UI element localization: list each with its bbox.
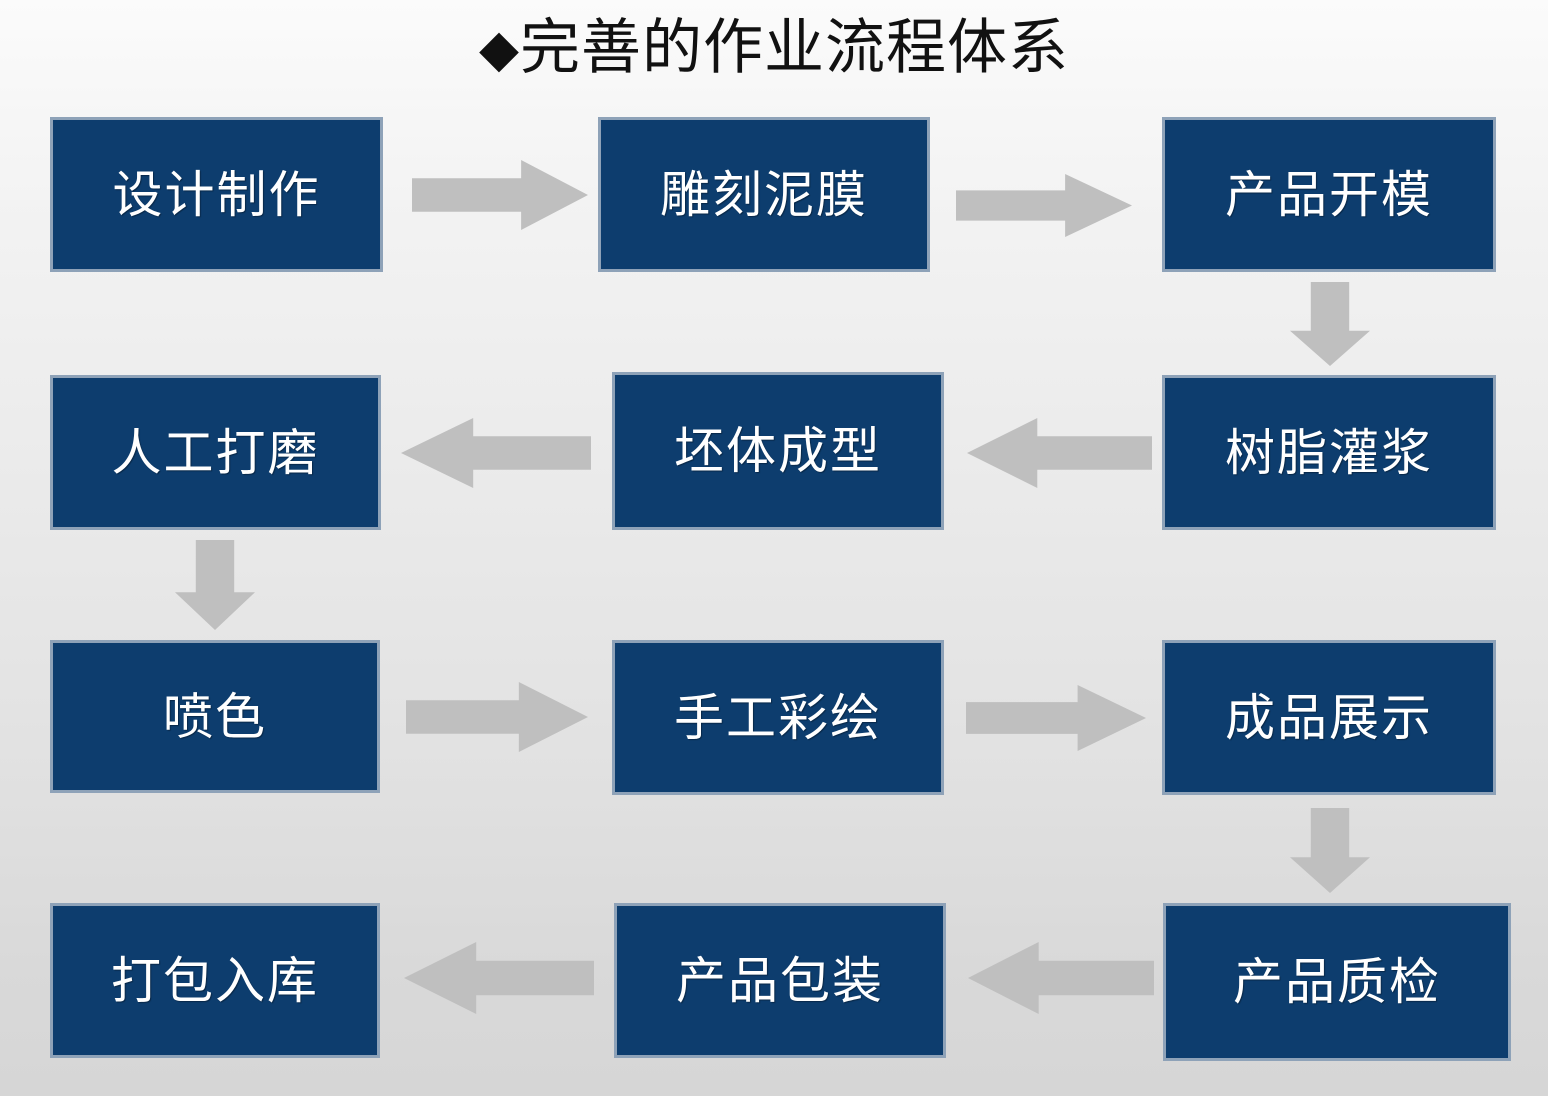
- process-node-design-production[interactable]: 设计制作: [50, 117, 383, 272]
- process-node-label: 设计制作: [112, 165, 321, 224]
- diamond-bullet-icon: ◆: [479, 19, 520, 79]
- connector-arrow-right-n1-n2: [412, 160, 588, 230]
- process-node-label: 产品开模: [1225, 165, 1433, 224]
- process-node-body-forming[interactable]: 坯体成型: [612, 372, 944, 530]
- process-node-packing-warehousing[interactable]: 打包入库: [50, 903, 380, 1058]
- connector-arrow-down-n6-n7: [175, 540, 255, 630]
- connector-arrow-right-n7-n8: [406, 682, 588, 752]
- process-node-label: 坯体成型: [674, 422, 882, 480]
- connector-arrow-left-n10-n11: [968, 942, 1154, 1014]
- connector-arrow-down-n9-n10: [1290, 808, 1370, 893]
- process-node-hand-polishing[interactable]: 人工打磨: [50, 375, 381, 530]
- process-node-spray-coloring[interactable]: 喷色: [50, 640, 380, 793]
- process-node-label: 产品包装: [676, 951, 884, 1010]
- process-node-label: 雕刻泥膜: [660, 165, 868, 224]
- process-node-label: 成品展示: [1225, 688, 1433, 747]
- process-node-clay-carving[interactable]: 雕刻泥膜: [598, 117, 930, 272]
- page-title: ◆完善的作业流程体系: [0, 12, 1548, 85]
- process-node-label: 人工打磨: [111, 423, 320, 482]
- connector-arrow-left-n5-n6: [401, 418, 591, 488]
- process-node-mold-opening[interactable]: 产品开模: [1162, 117, 1496, 272]
- connector-arrow-left-n4-n5: [967, 418, 1152, 488]
- process-node-hand-painting[interactable]: 手工彩绘: [612, 640, 944, 795]
- page-title-text: 完善的作业流程体系: [520, 15, 1069, 81]
- connector-arrow-left-n11-n12: [404, 942, 594, 1014]
- process-node-quality-inspection[interactable]: 产品质检: [1163, 903, 1511, 1061]
- process-node-finished-display[interactable]: 成品展示: [1162, 640, 1496, 795]
- process-node-label: 喷色: [163, 687, 267, 746]
- connector-arrow-right-n8-n9: [966, 685, 1146, 751]
- process-node-product-packaging[interactable]: 产品包装: [614, 903, 946, 1058]
- connector-arrow-right-n2-n3: [956, 174, 1132, 237]
- process-node-label: 树脂灌浆: [1225, 423, 1433, 482]
- process-node-resin-pouring[interactable]: 树脂灌浆: [1162, 375, 1496, 530]
- process-node-label: 手工彩绘: [674, 688, 882, 747]
- process-node-label: 打包入库: [111, 951, 319, 1010]
- connector-arrow-down-n3-n4: [1290, 282, 1370, 366]
- process-node-label: 产品质检: [1233, 953, 1441, 1011]
